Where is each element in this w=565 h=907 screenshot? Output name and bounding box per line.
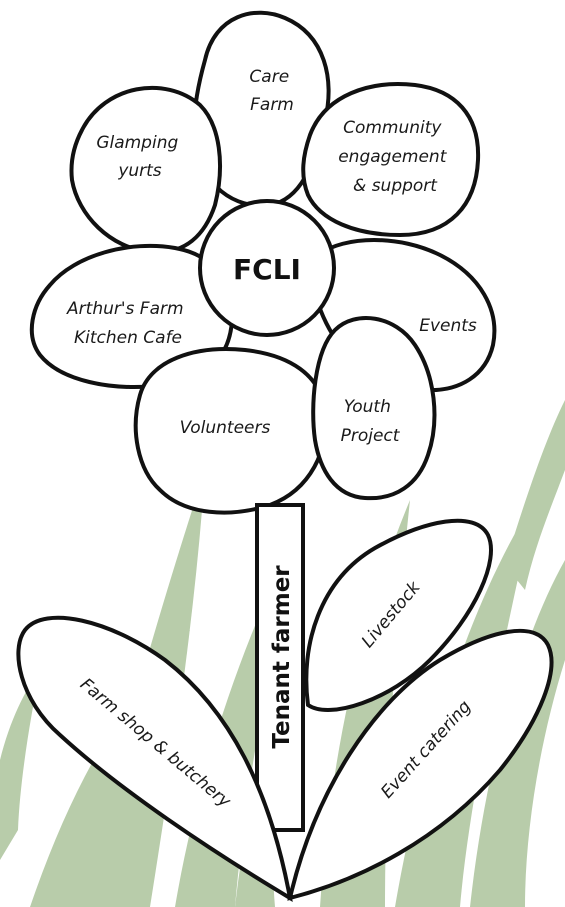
- glamping-line-1: Glamping: [96, 133, 178, 153]
- youth-line-1: Youth: [344, 397, 391, 417]
- leaves: [16, 518, 554, 902]
- events-label: Events: [419, 316, 477, 336]
- youth-line-2: Project: [341, 426, 401, 446]
- arthurs-label: Arthur's Farm Kitchen Cafe: [66, 299, 189, 348]
- leaf-event-catering: [287, 628, 554, 901]
- petal-community: [301, 82, 481, 238]
- leaf-farm-shop: [16, 615, 293, 902]
- petal-volunteers: [133, 347, 328, 515]
- care-farm-label: Care Farm: [249, 67, 294, 115]
- glamping-line-2: yurts: [117, 161, 161, 181]
- care-farm-line-1: Care: [249, 67, 289, 87]
- petal-glamping-yurts: [69, 85, 222, 255]
- volunteers-label: Volunteers: [180, 418, 271, 438]
- leaf-livestock: [304, 518, 493, 712]
- care-farm-line-2: Farm: [250, 95, 294, 115]
- glamping-label: Glamping yurts: [96, 133, 183, 181]
- center-label: FCLI: [233, 253, 301, 286]
- community-line-2: engagement: [338, 147, 447, 167]
- arthurs-line-1: Arthur's Farm: [66, 299, 184, 319]
- petal-youth-project: [311, 316, 437, 501]
- petals: [29, 10, 497, 515]
- flower-center: [198, 199, 336, 337]
- stem: [255, 503, 305, 832]
- community-label: Community engagement & support: [338, 118, 452, 196]
- youth-project-label: Youth Project: [341, 397, 401, 446]
- community-line-3: & support: [353, 176, 438, 196]
- arthurs-line-2: Kitchen Cafe: [74, 328, 182, 348]
- community-line-1: Community: [343, 118, 442, 138]
- stem-label: Tenant farmer: [269, 565, 295, 749]
